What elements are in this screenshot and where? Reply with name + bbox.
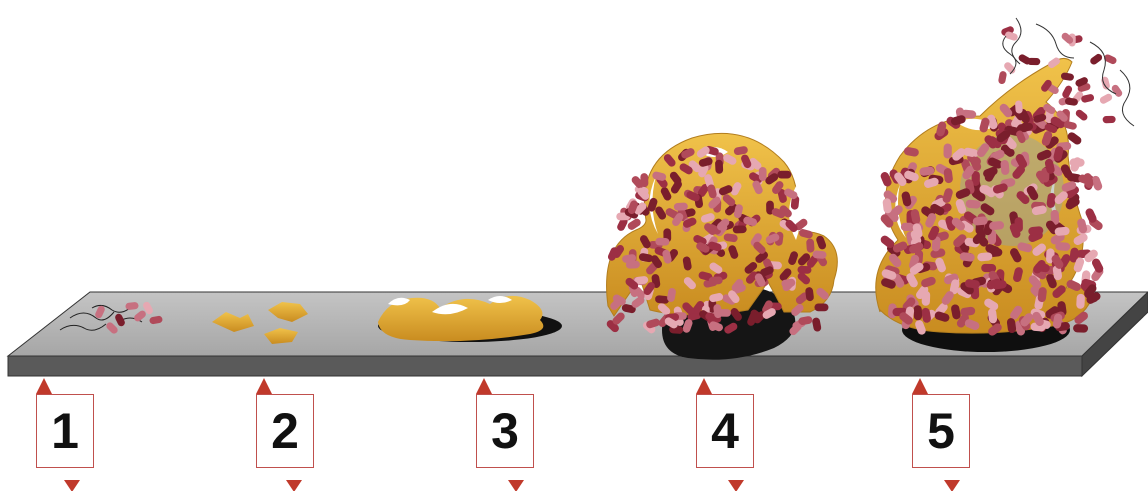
bacterium [922, 291, 931, 306]
stage-3-early-biofilm [378, 296, 562, 342]
bacterium [759, 167, 767, 181]
stage-label-2: 2 [256, 394, 314, 468]
stage-label-1: 1 [36, 394, 94, 468]
bacterium [655, 238, 669, 246]
bacterium [1076, 294, 1085, 309]
bacterium [913, 305, 922, 320]
bacterium [1110, 83, 1123, 98]
bacterium [1089, 52, 1104, 65]
stage-label-4: 4 [696, 394, 754, 468]
bacterium [733, 225, 747, 233]
bacterium [674, 202, 688, 210]
stage-label-3: 3 [476, 394, 534, 468]
bacterium [998, 71, 1007, 85]
bacterium [1015, 100, 1023, 113]
bacterium [814, 304, 828, 312]
bacterium [1099, 92, 1114, 105]
bacterium [797, 266, 811, 274]
bacterium [1103, 116, 1116, 124]
bacterium [943, 143, 952, 158]
bacterium [1073, 324, 1088, 333]
stage-5-dispersion [876, 18, 1134, 352]
bacterium [777, 171, 791, 179]
bacterium [806, 238, 815, 253]
stage-label-5: 5 [912, 394, 970, 468]
bacterium [1061, 84, 1073, 99]
bacterium [1074, 108, 1089, 122]
bacterium [709, 276, 723, 284]
bacterium [715, 160, 723, 174]
bacterium [1027, 58, 1040, 66]
bacterium [626, 260, 640, 268]
